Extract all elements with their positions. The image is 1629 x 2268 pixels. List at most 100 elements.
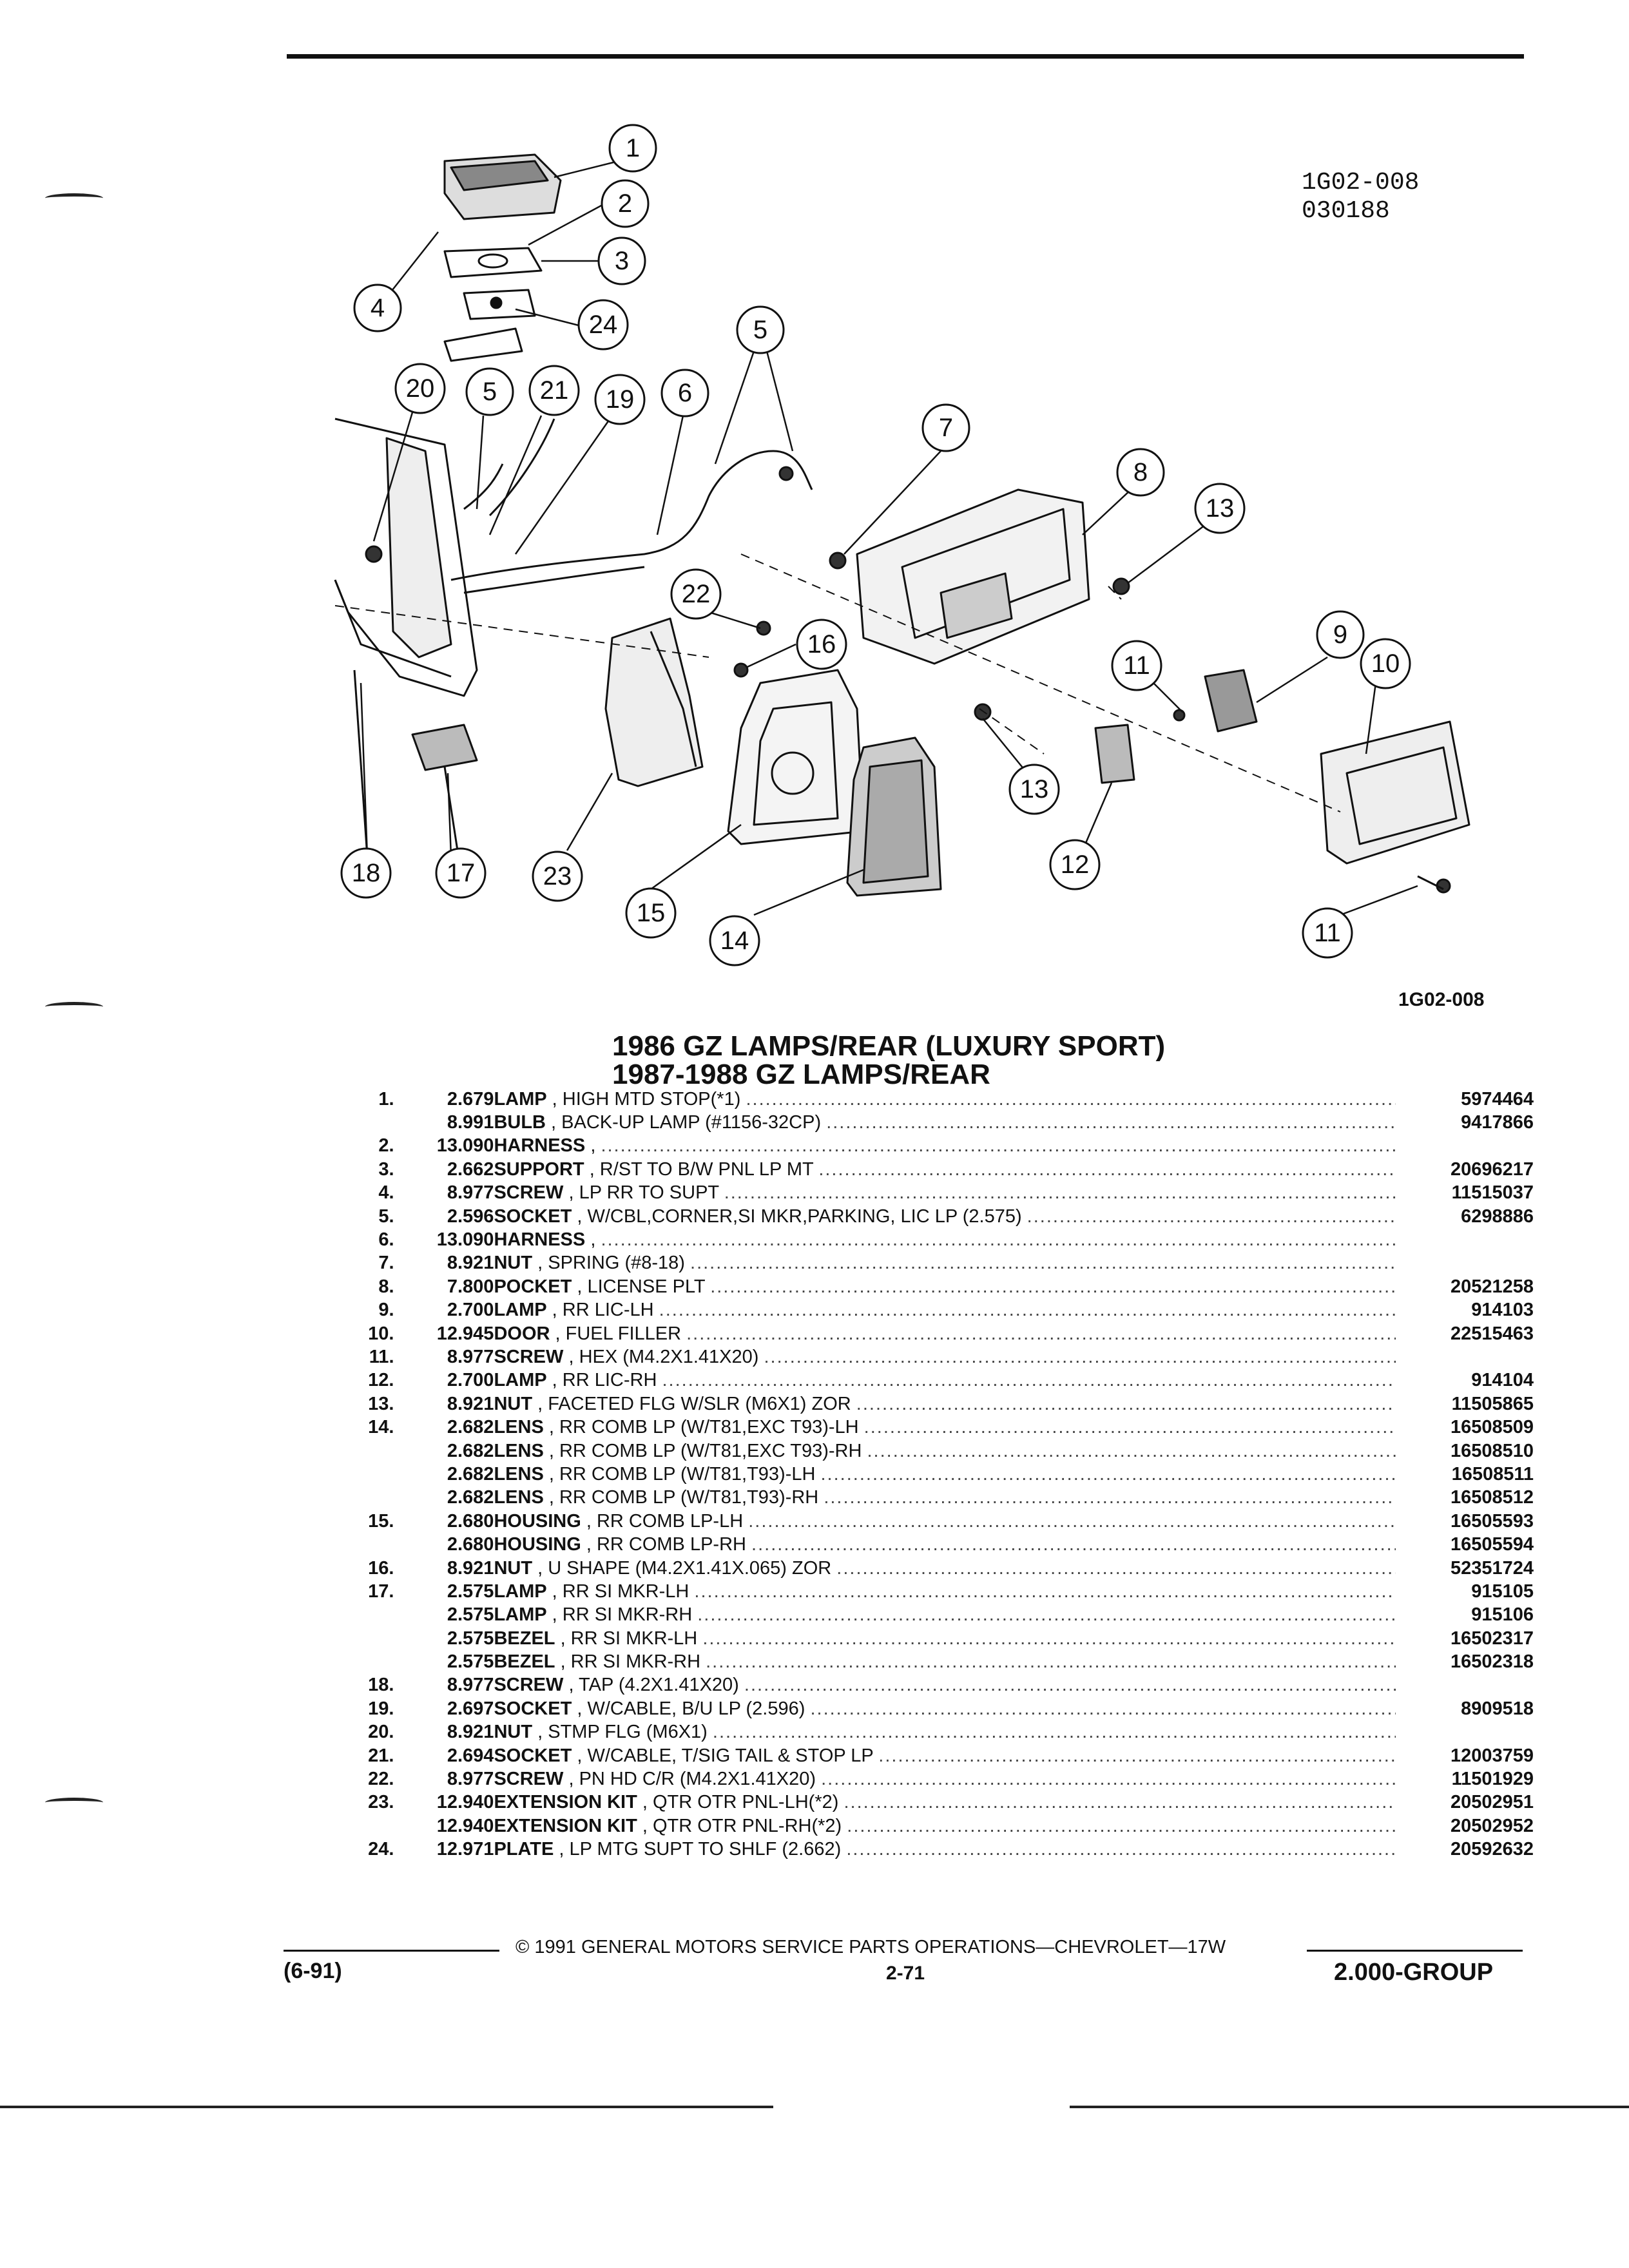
- leader-dots: ........................................…: [826, 1112, 1396, 1133]
- svg-text:1: 1: [626, 134, 640, 162]
- part-name: SOCKET: [494, 1745, 572, 1766]
- svg-text:8: 8: [1133, 458, 1148, 486]
- part-detail: , RR COMB LP (W/T81,T93)-LH: [548, 1463, 816, 1485]
- part-group-number: 2.575: [447, 1604, 494, 1626]
- callout-15: 15: [625, 887, 677, 939]
- part-group-number: 8.921: [447, 1253, 494, 1274]
- callout-7: 7: [921, 403, 970, 452]
- part-name: LAMP: [494, 1300, 547, 1321]
- callout-18: 18: [340, 847, 392, 899]
- leader-dots: ........................................…: [856, 1393, 1396, 1414]
- part-name: HOUSING: [494, 1510, 581, 1532]
- part-group-number: 2.662: [447, 1158, 494, 1180]
- part-number: 20696217: [1450, 1158, 1534, 1180]
- part-description: LENS , RR COMB LP (W/T81,T93)-RH .......…: [494, 1486, 1396, 1510]
- leader-dots: ........................................…: [702, 1628, 1396, 1649]
- part-ref-number: 9.: [378, 1300, 394, 1321]
- part-ref-number: 17.: [368, 1581, 394, 1602]
- part-group-number: 8.977: [447, 1346, 494, 1367]
- leader-dots: ........................................…: [601, 1135, 1396, 1157]
- part-name: SOCKET: [494, 1206, 572, 1227]
- title-line-2: 1987-1988 GZ LAMPS/REAR: [612, 1059, 990, 1090]
- part-ref-number: 10.: [368, 1323, 394, 1344]
- part-ref-number: [329, 1533, 394, 1556]
- part-name: LENS: [494, 1487, 544, 1508]
- callout-5-top: 5: [736, 305, 785, 354]
- part-group-number: 2.575: [447, 1651, 494, 1673]
- part-group-number: 8.977: [447, 1769, 494, 1790]
- part-number: 9417866: [1461, 1112, 1534, 1133]
- part-number: [1396, 1345, 1534, 1369]
- diagram-id-date: 030188: [1302, 197, 1390, 225]
- part-group-number: 12.945: [436, 1323, 494, 1344]
- part-ref-number: [329, 1111, 394, 1134]
- callout-12: 12: [1049, 839, 1101, 890]
- leader-dots: ........................................…: [843, 1792, 1396, 1813]
- leader-dots: ........................................…: [821, 1769, 1396, 1790]
- svg-text:10: 10: [1371, 649, 1400, 678]
- svg-text:15: 15: [637, 899, 666, 927]
- svg-text:9: 9: [1333, 620, 1347, 649]
- part-detail: , FUEL FILLER: [555, 1323, 682, 1344]
- part-name: SCREW: [494, 1675, 564, 1696]
- part-description: LENS , RR COMB LP (W/T81,EXC T93)-RH ...…: [494, 1439, 1396, 1463]
- part-number: 915106: [1471, 1604, 1534, 1626]
- part-group-number: 2.682: [447, 1463, 494, 1485]
- svg-text:2: 2: [618, 189, 632, 218]
- title-line-1: 1986 GZ LAMPS/REAR (LUXURY SPORT): [612, 1030, 1166, 1062]
- svg-text:22: 22: [682, 580, 711, 608]
- leader-dots: ........................................…: [863, 1417, 1396, 1438]
- leader-dots: ........................................…: [686, 1323, 1396, 1344]
- part-group-number: 2.575: [447, 1628, 494, 1649]
- part-detail: , STMP FLG (M6X1): [537, 1722, 708, 1743]
- part-name: LENS: [494, 1440, 544, 1461]
- part-name: HARNESS: [494, 1229, 586, 1251]
- part-number: 20521258: [1450, 1276, 1534, 1297]
- part-number: [1396, 1252, 1534, 1275]
- leader-dots: ........................................…: [810, 1698, 1396, 1719]
- part-group-number: 8.921: [447, 1557, 494, 1579]
- part-detail: , FACETED FLG W/SLR (M6X1) ZOR: [537, 1393, 851, 1414]
- part-ref-number: 7.: [378, 1253, 394, 1274]
- part-detail: , RR COMB LP-RH: [586, 1534, 746, 1555]
- punch-hole-mark: [45, 1798, 103, 1807]
- part-ref-number: 2.: [378, 1135, 394, 1157]
- part-number: [1396, 1674, 1534, 1697]
- part-group-number: 2.700: [447, 1370, 494, 1391]
- leader-dots: ........................................…: [820, 1463, 1396, 1485]
- part-group-number: 7.800: [447, 1276, 494, 1297]
- part-group-number: 2.680: [447, 1510, 494, 1532]
- part-number: 12003759: [1450, 1745, 1534, 1766]
- part-description: BULB , BACK-UP LAMP (#1156-32CP) .......…: [494, 1111, 1396, 1134]
- part-group-number: 2.679: [447, 1088, 494, 1110]
- bottom-rule-left: [0, 2106, 773, 2108]
- part-description: DOOR , FUEL FILLER .....................…: [494, 1322, 1396, 1345]
- callout-5-left: 5: [465, 367, 514, 416]
- leader-dots: ........................................…: [748, 1510, 1396, 1532]
- leader-dots: ........................................…: [712, 1722, 1396, 1743]
- svg-text:5: 5: [753, 316, 767, 344]
- part-description: BEZEL , RR SI MKR-RH ...................…: [494, 1650, 1396, 1673]
- callout-10: 10: [1360, 638, 1411, 689]
- svg-text:4: 4: [371, 294, 385, 322]
- part-group-number: 13.090: [436, 1229, 494, 1251]
- part-ref-number: [329, 1650, 394, 1673]
- part-ref-number: 24.: [368, 1839, 394, 1860]
- part-description: LAMP , HIGH MTD STOP(*1) ...............…: [494, 1088, 1396, 1111]
- revision-date: (6-91): [284, 1959, 342, 1983]
- part-group-number: 2.596: [447, 1206, 494, 1227]
- svg-text:6: 6: [678, 379, 692, 407]
- part-detail: , QTR OTR PNL-LH(*2): [642, 1792, 839, 1813]
